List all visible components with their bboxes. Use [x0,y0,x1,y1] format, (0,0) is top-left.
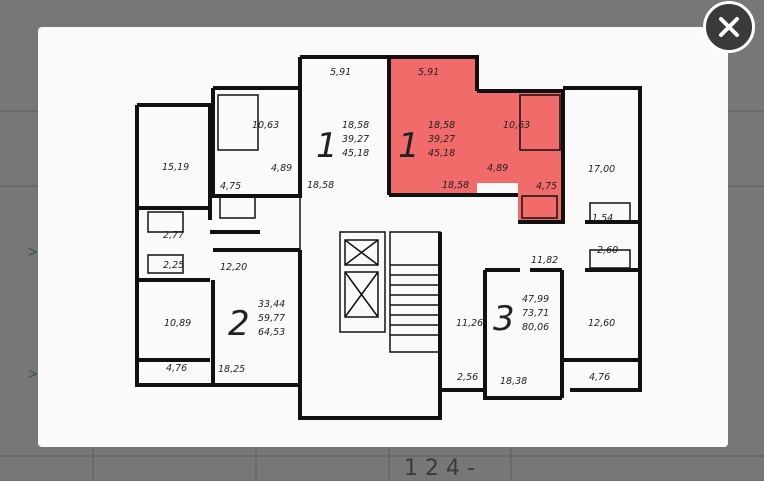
highlighted-apartment [518,178,563,222]
label-area: 10,63 [503,120,530,131]
label-area: 4,76 [589,372,610,383]
label-area: 11,82 [531,255,558,266]
close-icon [719,17,739,37]
label-area: 2,25 [163,260,184,271]
label-area: 18,58 [428,120,455,131]
apartment-number: 1 [316,126,338,166]
label-area: 4,75 [220,181,241,192]
label-area: 12,20 [220,262,247,273]
floor-plan-modal: 5,91 5,91 1 1 2 3 10,63 18,58 39,27 45,1… [38,27,728,447]
label-area: 2,60 [597,245,618,256]
label-area: 18,58 [307,180,334,191]
apartment-number: 2 [228,304,250,344]
label-area: 4,89 [271,163,292,174]
label-area: 5,91 [330,67,351,78]
label-area: 59,77 [258,313,285,324]
label-area: 39,27 [342,134,369,145]
label-area: 33,44 [258,299,285,310]
label-area: 4,75 [536,181,557,192]
label-area: 18,58 [342,120,369,131]
label-area: 18,25 [218,364,245,375]
label-area: 39,27 [428,134,455,145]
highlighted-apartment [389,57,477,195]
label-area: 4,89 [487,163,508,174]
background-marker: > [28,244,38,261]
label-area: 64,53 [258,327,285,338]
walls [135,55,642,420]
label-area: 18,38 [500,376,527,387]
label-area: 10,89 [164,318,191,329]
label-area: 5,91 [418,67,439,78]
background-marker: > [28,366,38,383]
close-button[interactable] [703,1,755,53]
label-area: 47,99 [522,294,549,305]
label-area: 11,26 [456,318,483,329]
label-area: 4,76 [166,363,187,374]
label-area: 12,60 [588,318,615,329]
label-area: 80,06 [522,322,549,333]
label-area: 45,18 [342,148,369,159]
label-area: 10,63 [252,120,279,131]
apartment-number: 1 [398,126,420,166]
label-area: 45,18 [428,148,455,159]
label-area: 2,56 [457,372,478,383]
apartment-number: 3 [493,299,515,339]
label-area: 1,54 [592,213,613,224]
label-area: 73,71 [522,308,549,319]
label-area: 15,19 [162,162,189,173]
background-row-text: 1 2 4 - [404,456,475,481]
floor-plan: 5,91 5,91 1 1 2 3 10,63 18,58 39,27 45,1… [135,55,642,420]
label-area: 18,58 [442,180,469,191]
label-area: 17,00 [588,164,615,175]
label-area: 2,77 [163,230,184,241]
